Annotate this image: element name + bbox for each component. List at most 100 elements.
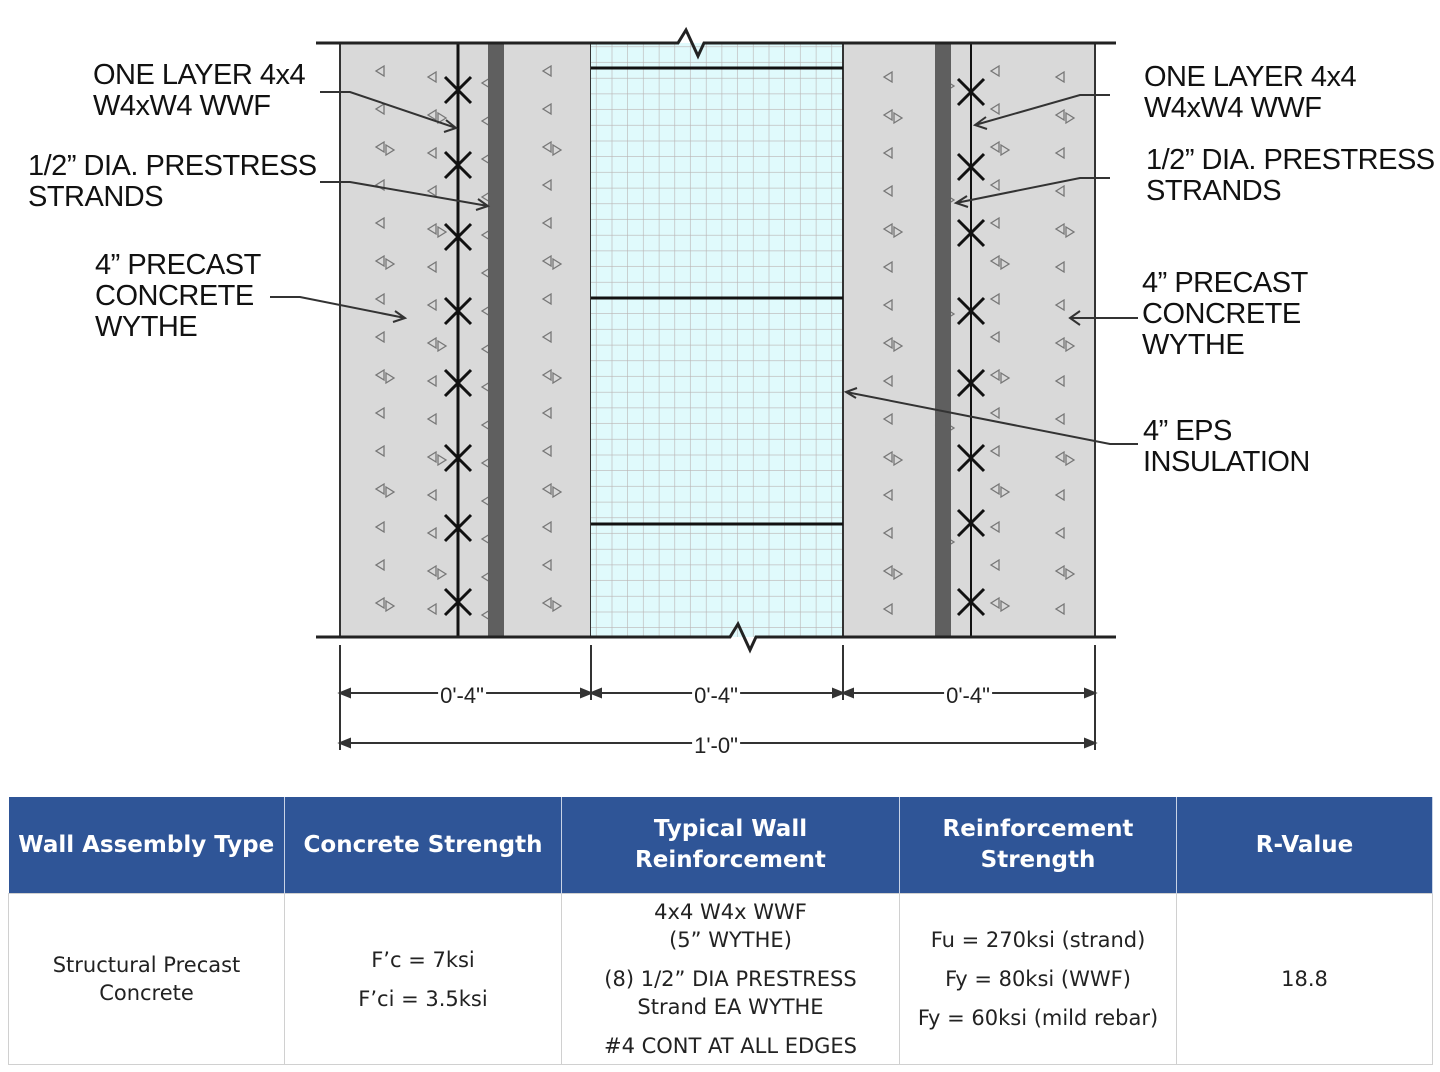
cell-reinforcement: 4x4 W4x WWF (5” WYTHE) (8) 1/2” DIA PRES… <box>561 893 900 1065</box>
aggregate-mark <box>989 330 1000 344</box>
cell-r-value: 18.8 <box>1176 893 1433 1065</box>
aggregate-mark <box>374 330 385 344</box>
aggregate-mark <box>989 102 1000 116</box>
aggregate-mark <box>426 184 437 198</box>
leader-lines <box>270 91 1138 445</box>
aggregate-mark <box>882 412 893 426</box>
aggregate-mark <box>426 564 448 581</box>
bottom-break-line <box>316 620 1116 654</box>
aggregate-mark <box>374 102 385 116</box>
aggregate-mark <box>374 482 396 499</box>
aggregate-mark <box>374 596 396 613</box>
aggregate-mark <box>541 482 563 499</box>
label-wythe-right: 4” PRECAST CONCRETE WYTHE <box>1142 267 1308 361</box>
aggregate-mark <box>882 336 904 353</box>
aggregate-mark <box>426 222 448 239</box>
wall-assembly-table: Wall Assembly Type Concrete Strength Typ… <box>8 797 1433 1065</box>
aggregate-mark <box>989 596 1011 613</box>
reinforcement-line: #4 CONT AT ALL EDGES <box>603 1034 858 1058</box>
aggregate-mark <box>882 488 893 502</box>
aggregate-mark <box>541 520 552 534</box>
label-insulation: 4” EPS INSULATION <box>1143 415 1310 478</box>
strand-x-mark <box>443 587 473 617</box>
aggregate-mark <box>426 298 437 312</box>
aggregate-mark <box>989 444 1000 458</box>
aggregate-mark <box>374 406 385 420</box>
top-break-line <box>316 26 1116 60</box>
aggregate-mark <box>374 368 396 385</box>
aggregate-mark <box>989 520 1000 534</box>
strand-x-mark <box>443 150 473 180</box>
aggregate-mark <box>541 178 552 192</box>
reinforcement-line: 4x4 W4x WWF <box>654 900 807 924</box>
aggregate-mark <box>882 564 904 581</box>
aggregate-mark <box>426 108 448 125</box>
aggregate-mark <box>1054 184 1065 198</box>
fc-value: F’c = 7ksi <box>371 947 475 972</box>
aggregate-mark <box>989 140 1011 157</box>
aggregate-mark <box>882 450 904 467</box>
aggregate-mark <box>426 260 437 274</box>
strand-x-mark <box>956 443 986 473</box>
header-concrete-strength: Concrete Strength <box>284 797 562 894</box>
aggregate-mark <box>1054 222 1076 239</box>
strand-x-mark <box>956 218 986 248</box>
strength-line: Fy = 60ksi (mild rebar) <box>917 1006 1159 1030</box>
aggregate-mark <box>374 292 385 306</box>
aggregate-mark <box>882 70 893 84</box>
aggregate-mark <box>882 602 893 616</box>
strand-x-mark <box>443 75 473 105</box>
aggregate-mark <box>374 140 396 157</box>
strand-x-mark <box>443 443 473 473</box>
aggregate-mark <box>1054 412 1065 426</box>
aggregate-mark <box>426 450 448 467</box>
aggregate-mark <box>541 140 563 157</box>
table-header-row: Wall Assembly Type Concrete Strength Typ… <box>8 797 1433 894</box>
aggregate-mark <box>882 222 904 239</box>
right-concrete-wythe <box>842 42 1096 638</box>
aggregate-mark <box>1054 450 1076 467</box>
strand-x-mark <box>443 513 473 543</box>
right-strand-bar <box>935 43 951 637</box>
aggregate-mark <box>989 216 1000 230</box>
aggregate-mark <box>541 444 552 458</box>
strand-x-mark <box>956 587 986 617</box>
aggregate-mark <box>1054 146 1065 160</box>
aggregate-mark <box>541 406 552 420</box>
aggregate-mark <box>1054 488 1065 502</box>
label-wwf-left: ONE LAYER 4x4 W4xW4 WWF <box>93 59 306 122</box>
strength-line: Fu = 270ksi (strand) <box>930 928 1146 952</box>
aggregate-mark <box>1054 70 1065 84</box>
aggregate-mark <box>1054 108 1076 125</box>
aggregate-mark <box>426 602 437 616</box>
wall-type-text: Structural Precast Concrete <box>52 953 241 1005</box>
aggregate-mark <box>882 146 893 160</box>
aggregate-mark <box>426 374 437 388</box>
overall-dimension-label: 1'-0" <box>692 733 740 759</box>
aggregate-mark <box>989 482 1011 499</box>
insulation-grid <box>591 43 843 637</box>
header-reinforcement-strength: Reinforcement Strength <box>899 797 1177 894</box>
dimension-label: 0'-4" <box>438 683 486 709</box>
header-typical-wall-reinforcement: Typical Wall Reinforcement <box>561 797 900 894</box>
aggregate-mark <box>989 254 1011 271</box>
label-wythe-left: 4” PRECAST CONCRETE WYTHE <box>95 249 261 343</box>
reinforcement-line: Strand EA WYTHE <box>637 995 824 1019</box>
cell-wall-type: Structural Precast Concrete <box>8 893 285 1065</box>
aggregate-mark <box>1054 298 1065 312</box>
aggregate-mark <box>882 260 893 274</box>
aggregate-mark <box>989 406 1000 420</box>
aggregate-mark <box>882 526 893 540</box>
aggregate-mark <box>374 520 385 534</box>
aggregate-mark <box>374 216 385 230</box>
dimension-label: 0'-4" <box>944 683 992 709</box>
aggregate-mark <box>882 184 893 198</box>
cell-reinforcement-strength: Fu = 270ksi (strand) Fy = 80ksi (WWF) Fy… <box>899 893 1177 1065</box>
label-strands-right: 1/2” DIA. PRESTRESS STRANDS <box>1146 144 1435 207</box>
aggregate-mark <box>374 254 396 271</box>
aggregate-mark <box>541 558 552 572</box>
fci-value: F’ci = 3.5ksi <box>358 986 488 1011</box>
aggregate-mark <box>426 70 437 84</box>
left-concrete-wythe <box>339 42 592 638</box>
aggregate-mark <box>1054 260 1065 274</box>
